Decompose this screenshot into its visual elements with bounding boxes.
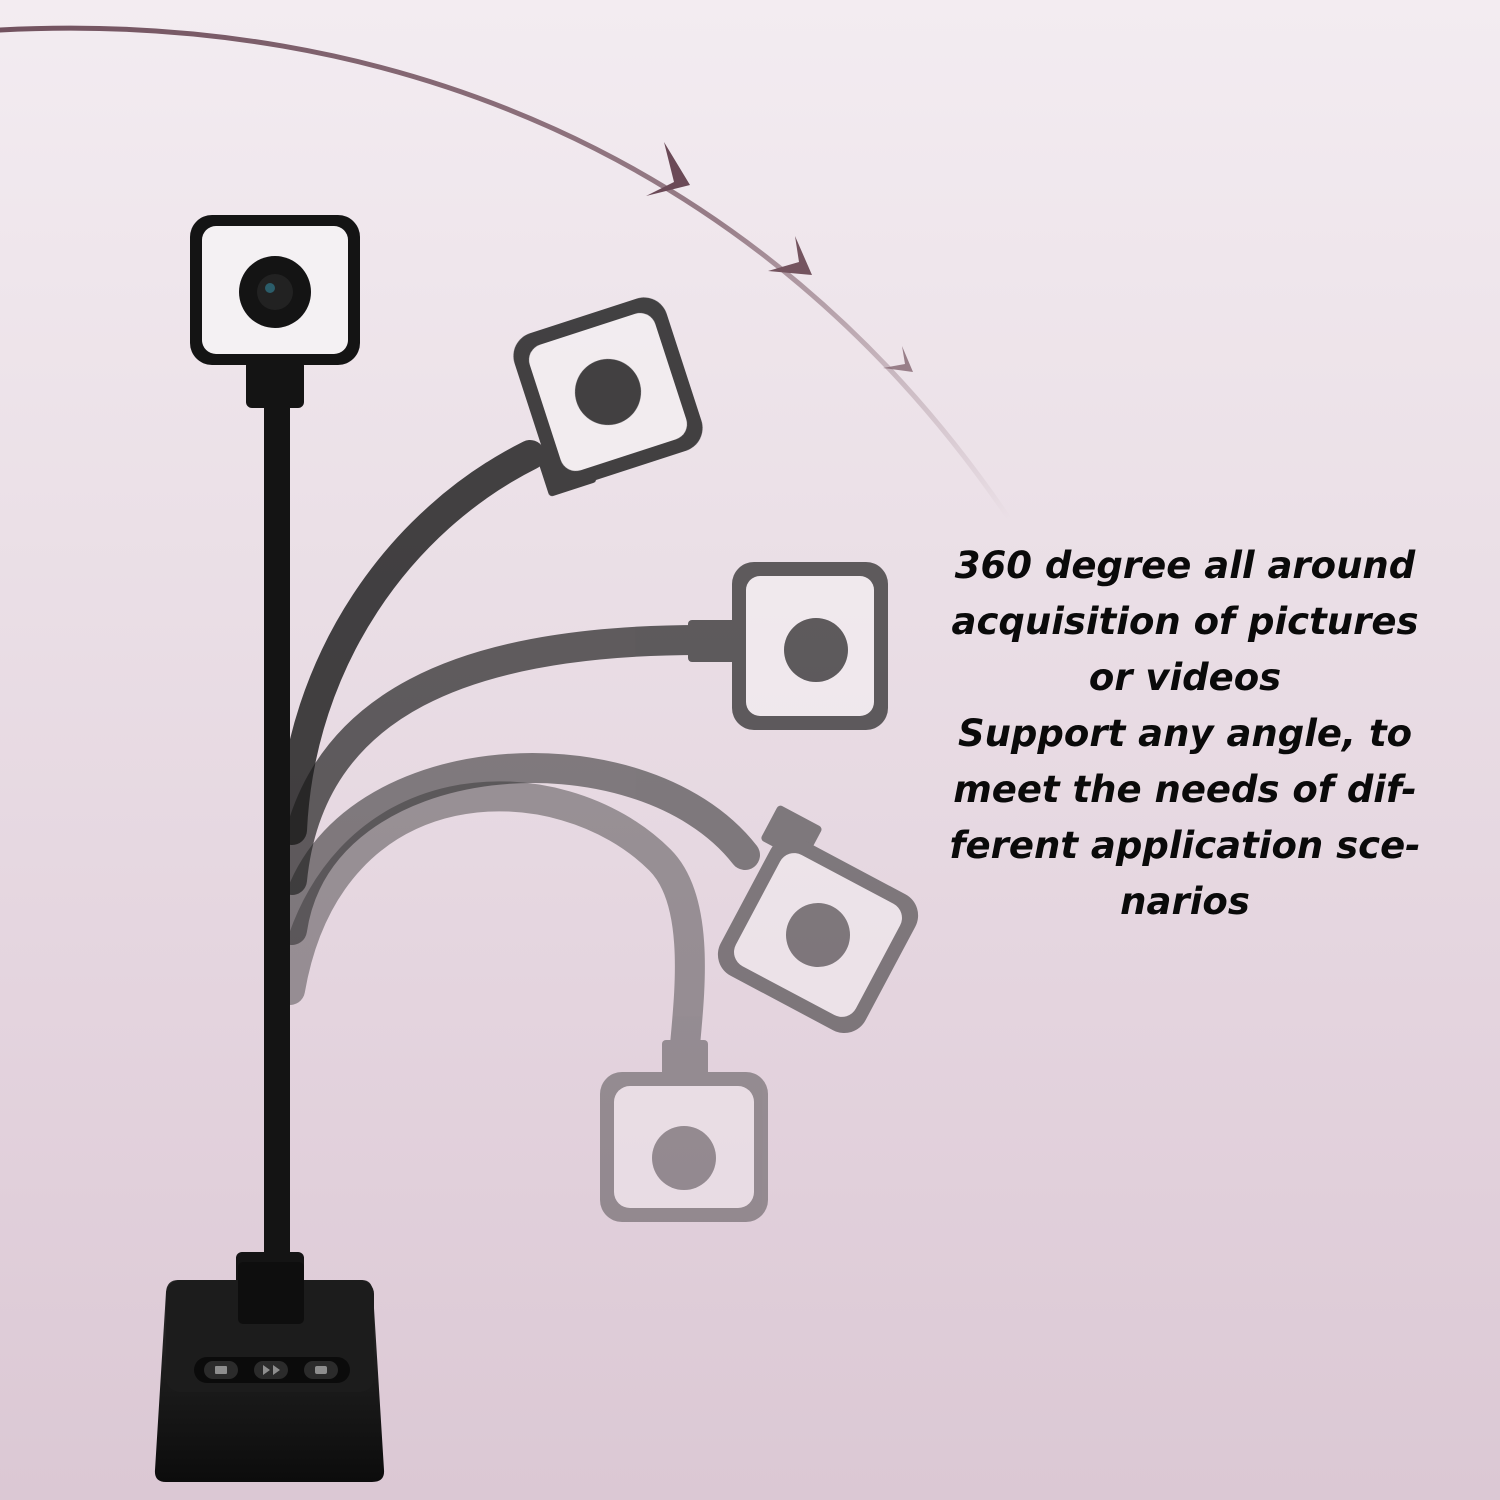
arrowhead-icon [768,236,812,275]
arrowhead-icon [646,142,690,196]
caption-line: 360 degree all around [954,544,1416,587]
caption-line: narios [1120,880,1250,923]
feature-caption: 360 degree all around acquisition of pic… [930,538,1440,930]
motion-arc-arrow [0,25,1013,523]
caption-line: acquisition of pictures [951,600,1419,643]
camera-lens-icon [784,618,848,682]
caption-line: meet the needs of dif- [953,768,1417,811]
caption-line: ferent application sce- [949,824,1421,867]
caption-line: Support any angle, to [957,712,1413,755]
stop-icon [315,1366,327,1374]
camera-upright [190,215,360,1280]
camera-position-4 [277,753,919,1034]
play-pause-button [254,1361,288,1379]
camera-lens-icon [652,1126,716,1190]
stop-button [304,1361,338,1379]
caption-line: or videos [1088,656,1282,699]
camera-lens-icon [786,903,850,967]
play-pause-icon [263,1365,280,1375]
prev-button [204,1361,238,1379]
prev-icon [215,1366,227,1374]
camera-lens-icon [575,359,641,425]
camera-position-2 [277,297,703,845]
camera-base-visible [154,1252,385,1482]
camera-position-5 [275,781,768,1222]
arrowhead-icon [883,346,913,372]
